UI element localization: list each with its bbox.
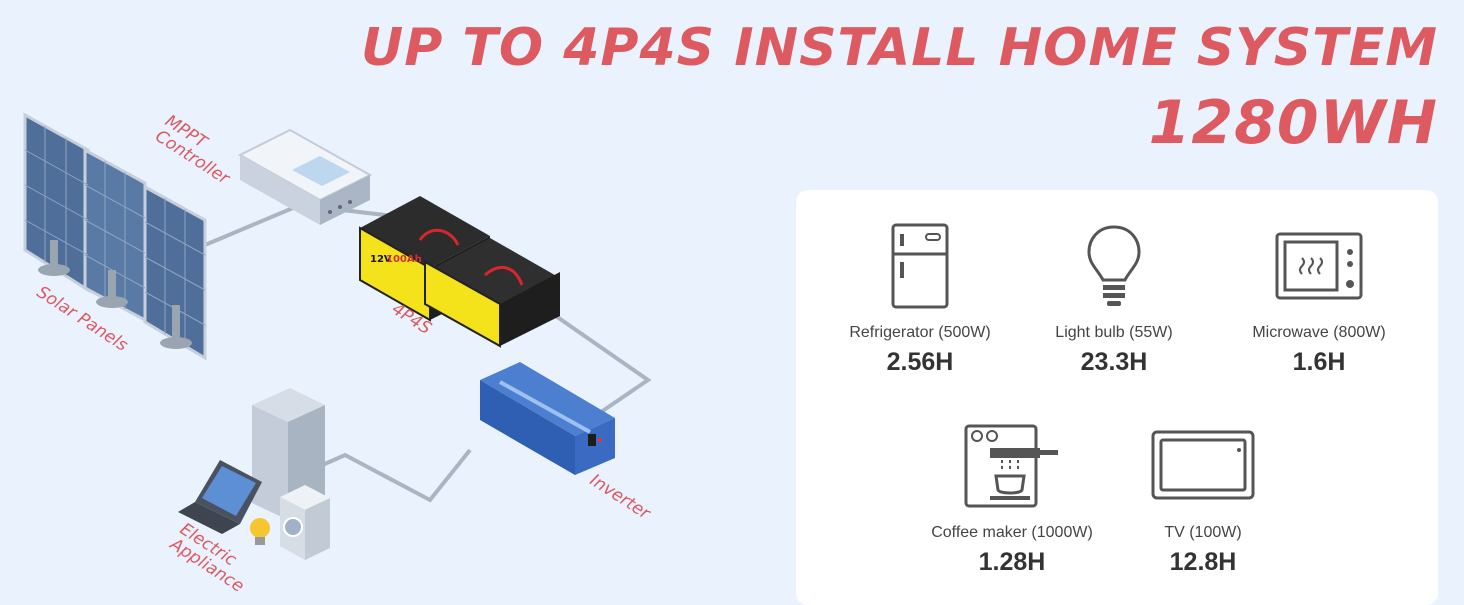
diagram-illustration: 12V 100Ah xyxy=(23,112,652,560)
mppt-controller-illustration xyxy=(237,128,373,225)
runtime-card: Refrigerator (500W) 2.56H Light bulb (55… xyxy=(796,190,1438,605)
appliance-name: Coffee maker (1000W) xyxy=(931,524,1093,541)
battery-voltage-text: 12V xyxy=(370,254,392,265)
headline: UP TO 4P4S INSTALL HOME SYSTEM xyxy=(360,18,1438,78)
appliances-illustration xyxy=(178,388,330,560)
tv-icon xyxy=(1151,430,1255,500)
appliance-name: Refrigerator (500W) xyxy=(849,324,991,341)
appliance-runtime: 1.28H xyxy=(978,548,1046,576)
light-bulb-icon xyxy=(1087,225,1141,306)
appliance-item: Microwave (800W) 1.6H xyxy=(1209,222,1429,377)
coffee-maker-icon xyxy=(964,424,1058,508)
appliance-runtime: 23.3H xyxy=(1080,348,1148,376)
appliance-name: Light bulb (55W) xyxy=(1055,324,1173,341)
inverter-illustration xyxy=(480,362,615,475)
appliance-item: TV (100W) 12.8H xyxy=(1093,422,1313,577)
appliance-name: TV (100W) xyxy=(1164,524,1242,541)
microwave-icon xyxy=(1275,232,1363,300)
system-diagram: 12V 100Ah MPPT Controller xyxy=(23,111,653,597)
battery-capacity-text: 100Ah xyxy=(386,254,422,265)
capacity-headline: 1280WH xyxy=(1148,88,1438,158)
refrigerator-icon xyxy=(891,223,949,309)
appliance-name: Microwave (800W) xyxy=(1252,324,1386,341)
battery-bank-illustration: 12V 100Ah xyxy=(359,196,560,348)
appliance-item: Light bulb (55W) 23.3H xyxy=(1004,222,1224,377)
appliance-runtime: 1.6H xyxy=(1292,348,1346,376)
solar-panels xyxy=(23,112,207,361)
appliance-runtime: 2.56H xyxy=(886,348,954,376)
appliance-item: Refrigerator (500W) 2.56H xyxy=(810,222,1030,377)
appliance-runtime: 12.8H xyxy=(1169,548,1237,576)
appliance-item: Coffee maker (1000W) 1.28H xyxy=(902,422,1122,577)
